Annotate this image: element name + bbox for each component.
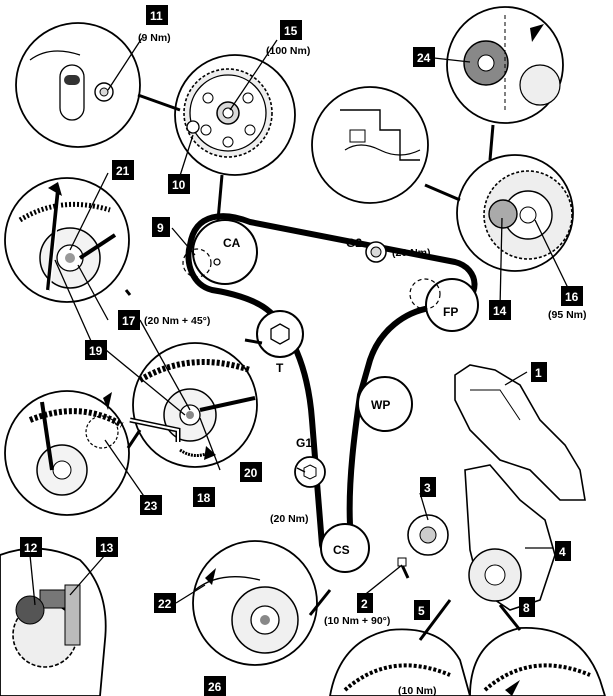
pulley-label-cs: CS [333, 543, 350, 557]
pulley-label-g1: G1 [296, 436, 312, 450]
callout-2: 2 [357, 593, 373, 613]
pulley-label-ca: CA [223, 236, 241, 250]
crankshaft-pulley: CS [320, 523, 370, 573]
idler-g2: G2 [346, 236, 387, 263]
callout-5: 5 [414, 600, 430, 620]
detail-view-tensioner-torque [129, 342, 258, 468]
callout-23: 23 [140, 495, 162, 515]
detail-view-crankshaft-lock [0, 547, 107, 696]
callout-24: 24 [413, 47, 435, 67]
callout-21: 21 [112, 160, 134, 180]
torque-5: (10 Nm) [398, 685, 437, 696]
callout-13-number: 13 [100, 541, 114, 555]
pulley-label-t: T [276, 361, 284, 375]
detail-view-fuel-pump-sprocket [456, 154, 574, 272]
detail-view-crank-sprocket-left [329, 628, 471, 696]
callout-11: 11 [146, 5, 168, 25]
callout-12-number: 12 [24, 541, 38, 555]
torque-2: (10 Nm + 90°) [324, 615, 390, 627]
callout-18: 18 [193, 487, 215, 507]
callout-16: 16 [561, 286, 583, 306]
callout-24-number: 24 [417, 51, 431, 65]
callout-16-number: 16 [565, 290, 579, 304]
callout-17: 17 [118, 310, 140, 330]
callout-9: 9 [152, 217, 170, 237]
callout-10-number: 10 [172, 178, 186, 192]
callout-20: 20 [240, 462, 262, 482]
callout-20-number: 20 [244, 466, 258, 480]
callout-13: 13 [96, 537, 118, 557]
pulley-label-g2: G2 [346, 236, 362, 250]
detail-view-water-pump [192, 540, 318, 666]
callout-23-number: 23 [144, 499, 158, 513]
callout-4-number: 4 [559, 545, 566, 559]
leader-lines [29, 37, 569, 606]
camshaft-pulley: CA [182, 219, 258, 285]
callout-19: 19 [85, 340, 107, 360]
callout-15-number: 15 [284, 24, 298, 38]
callout-3-number: 3 [424, 481, 431, 495]
callout-18-number: 18 [197, 491, 211, 505]
timing-cover-lower [464, 464, 556, 611]
callout-1-number: 1 [535, 366, 542, 380]
callout-15: 15 [280, 20, 302, 40]
callout-5-number: 5 [418, 604, 425, 618]
torque-15: (100 Nm) [266, 45, 310, 57]
callout-22-number: 22 [158, 597, 172, 611]
bolt-2 [397, 557, 410, 579]
detail-view-engine-block [311, 86, 429, 204]
pulley-label-wp: WP [371, 398, 390, 412]
torque-labels: (9 Nm) (100 Nm) (20 Nm) (20 Nm + 45°) (9… [138, 32, 587, 696]
callout-17-number: 17 [122, 314, 136, 328]
detail-view-cam-lock-pin [446, 6, 564, 124]
callout-9-number: 9 [157, 221, 164, 235]
detail-view-sprocket-lock [15, 22, 141, 148]
callout-14-number: 14 [493, 304, 507, 318]
idler-g1: G1 [294, 436, 326, 488]
callout-26-number: 26 [208, 680, 222, 694]
callout-8: 8 [519, 597, 535, 617]
timing-belt [185, 213, 478, 566]
torque-17: (20 Nm + 45°) [144, 315, 210, 327]
pulley-label-fp: FP [443, 305, 458, 319]
callout-10: 10 [168, 174, 190, 194]
callout-8-number: 8 [523, 601, 530, 615]
callout-12: 12 [20, 537, 42, 557]
torque-11: (9 Nm) [138, 32, 171, 44]
tensioner-pulley: T [256, 310, 304, 375]
detail-connectors [124, 93, 522, 641]
callout-26: 26 [204, 676, 226, 696]
callout-14: 14 [489, 300, 511, 320]
callout-2-number: 2 [361, 597, 368, 611]
callouts: 11 15 24 21 10 9 17 19 20 18 23 14 16 1 … [20, 5, 583, 696]
torque-g2: (20 Nm) [392, 247, 431, 259]
crankshaft-damper [407, 514, 449, 556]
timing-cover-upper [454, 364, 586, 501]
callout-4: 4 [555, 541, 571, 561]
torque-16: (95 Nm) [548, 309, 587, 321]
detail-view-tensioner-lock [4, 390, 130, 516]
detail-view-tensioner-adjust [4, 177, 130, 303]
detail-view-crank-sprocket-right [469, 627, 606, 696]
callout-3: 3 [420, 477, 436, 497]
callout-21-number: 21 [116, 164, 130, 178]
water-pump-pulley: WP [357, 376, 413, 432]
callout-11-number: 11 [150, 9, 163, 23]
fuel-pump-pulley: FP [409, 278, 479, 332]
callout-22: 22 [154, 593, 176, 613]
torque-g1: (20 Nm) [270, 513, 309, 525]
callout-1: 1 [531, 362, 547, 382]
detail-view-camshaft-sprocket [174, 54, 296, 176]
callout-19-number: 19 [89, 344, 103, 358]
